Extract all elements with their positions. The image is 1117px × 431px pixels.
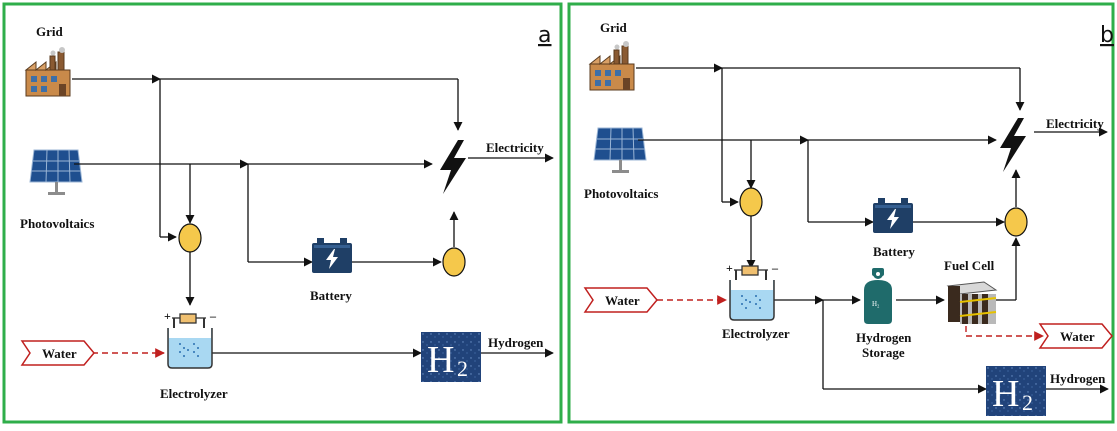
panel-b: b Grid Photovoltaics: [567, 2, 1115, 424]
photovoltaics-label: Photovoltaics: [584, 186, 658, 201]
factory-icon: [589, 40, 635, 91]
lightning-icon: [1000, 118, 1026, 172]
fuel-cell-icon: [947, 281, 997, 325]
battery-icon: [312, 238, 352, 273]
fuel-cell-label: Fuel Cell: [944, 258, 995, 273]
solar-panel-icon: [29, 149, 83, 196]
solar-panel-icon: [593, 127, 647, 174]
electricity-label: Electricity: [486, 140, 544, 155]
h2-tile-icon: [421, 332, 481, 382]
panel-b-corner-label: b: [1100, 23, 1114, 48]
electrolyzer-icon: [725, 260, 780, 321]
lightning-icon: [440, 140, 466, 194]
battery-label: Battery: [310, 288, 352, 303]
h2-tile-icon: [986, 366, 1046, 416]
panel-a-border: [2, 2, 563, 424]
hydrogen-storage-label-line1: Hydrogen: [856, 330, 912, 345]
connector-lines: [72, 74, 554, 358]
junction-circle: [739, 187, 763, 217]
battery-icon: [873, 198, 913, 233]
water-input-label: Water: [42, 346, 77, 361]
battery-label: Battery: [873, 244, 915, 259]
water-output-label: Water: [1060, 329, 1095, 344]
grid-label: Grid: [600, 20, 627, 35]
photovoltaics-label: Photovoltaics: [20, 216, 94, 231]
factory-icon: [25, 46, 71, 97]
connector-lines: [636, 63, 1109, 394]
water-input-label: Water: [605, 293, 640, 308]
junction-circle: [1004, 207, 1028, 237]
panel-a: a Grid Photovoltaics: [2, 2, 563, 424]
gas-tank-icon: [864, 268, 892, 324]
hydrogen-label: Hydrogen: [488, 335, 544, 350]
hydrogen-label: Hydrogen: [1050, 371, 1106, 386]
electrolyzer-label: Electrolyzer: [160, 386, 228, 401]
junction-circle: [178, 223, 202, 253]
hydrogen-storage-label-line2: Storage: [862, 345, 905, 360]
electricity-label: Electricity: [1046, 116, 1104, 131]
junction-circle: [442, 247, 466, 277]
electrolyzer-icon: [163, 308, 218, 369]
panel-b-border: [567, 2, 1115, 424]
grid-label: Grid: [36, 24, 63, 39]
electrolyzer-label: Electrolyzer: [722, 326, 790, 341]
panel-a-corner-label: a: [538, 23, 551, 48]
